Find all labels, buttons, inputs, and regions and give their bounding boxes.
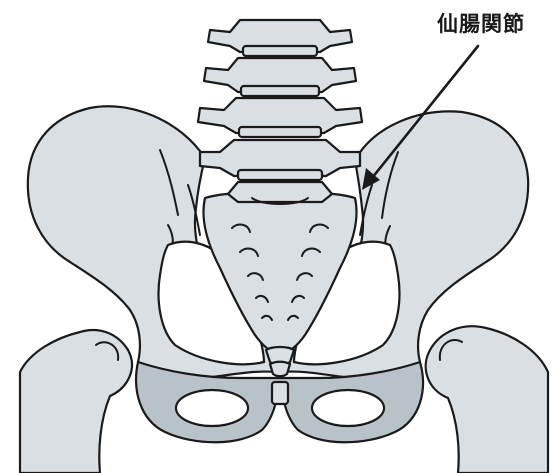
- sacroiliac-joint-label: 仙腸関節: [437, 8, 525, 38]
- femur-left: [20, 330, 132, 473]
- obturator-foramen-right: [312, 390, 384, 426]
- pubic-symphysis: [272, 382, 288, 404]
- obturator-foramen-left: [176, 390, 248, 426]
- lumbar-vertebrae: [198, 20, 362, 204]
- femur-right: [426, 326, 548, 473]
